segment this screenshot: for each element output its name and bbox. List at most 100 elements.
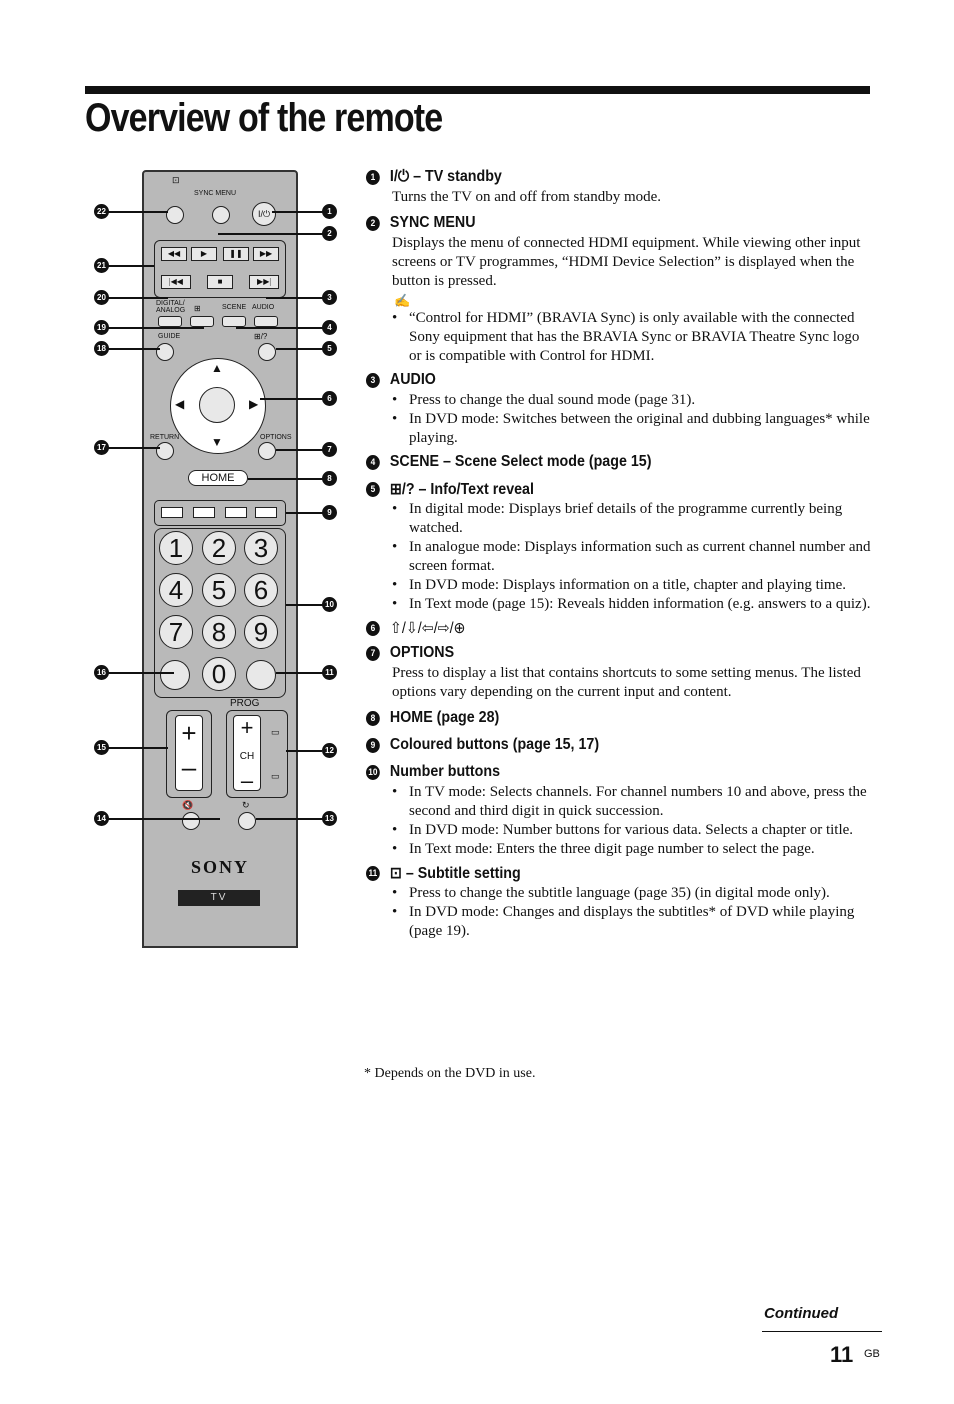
previous-button[interactable]: |◀◀ bbox=[161, 275, 191, 289]
channel-rocker[interactable]: +CH– bbox=[233, 715, 261, 793]
blue-button[interactable] bbox=[255, 507, 277, 518]
callout-20: 20 bbox=[94, 290, 109, 305]
audio-button[interactable] bbox=[254, 316, 278, 327]
remote-illustration: ⊡ SYNC MENU I/⏻ ◀◀ ▶ ❚❚ ▶▶ |◀◀ ■ ▶▶| DIG… bbox=[90, 168, 350, 948]
enter-button[interactable] bbox=[199, 387, 235, 423]
green-button[interactable] bbox=[193, 507, 215, 518]
item-1-text: Turns the TV on and off from standby mod… bbox=[392, 189, 662, 205]
digital-analog-button[interactable] bbox=[158, 316, 182, 327]
sony-logo: SONY bbox=[190, 857, 249, 877]
sync-menu-button[interactable] bbox=[212, 206, 230, 224]
jump-button[interactable] bbox=[238, 812, 256, 830]
callout-15: 15 bbox=[94, 740, 109, 755]
home-button[interactable]: HOME bbox=[188, 470, 248, 486]
mute-button[interactable] bbox=[182, 812, 200, 830]
item-5-bullet: In DVD mode: Displays information on a t… bbox=[392, 576, 872, 595]
item-11-bullet: Press to change the subtitle language (p… bbox=[392, 884, 872, 903]
subtitle-button[interactable] bbox=[246, 660, 276, 690]
wide-button[interactable] bbox=[190, 316, 214, 327]
mute-icon: 🔇 bbox=[182, 800, 194, 810]
return-label: RETURN bbox=[150, 434, 180, 441]
right-arrow-icon: ▶ bbox=[249, 397, 259, 411]
info-button[interactable] bbox=[258, 343, 276, 361]
rewind-button[interactable]: ◀◀ bbox=[161, 247, 187, 261]
stop-button[interactable]: ■ bbox=[207, 275, 233, 289]
leader-3 bbox=[266, 297, 324, 299]
leader-14 bbox=[108, 818, 220, 820]
item-9-heading: Coloured buttons (page 15, 17) bbox=[389, 736, 600, 753]
next-button[interactable]: ▶▶| bbox=[249, 275, 279, 289]
callout-4: 4 bbox=[322, 320, 337, 335]
callout-1: 1 bbox=[322, 204, 337, 219]
scene-button[interactable] bbox=[222, 316, 246, 327]
wide-icon: ⊞ bbox=[194, 304, 201, 313]
key-4[interactable]: 4 bbox=[159, 573, 193, 607]
jump-icon: ↻ bbox=[242, 800, 250, 810]
leader-5 bbox=[276, 348, 324, 350]
guide-button[interactable] bbox=[156, 343, 174, 361]
item-8-number: 8 bbox=[366, 710, 380, 726]
digital-analog-label: DIGITAL/ ANALOG bbox=[156, 300, 186, 314]
pause-button[interactable]: ❚❚ bbox=[223, 247, 249, 261]
callout-7: 7 bbox=[322, 442, 337, 457]
play-button[interactable]: ▶ bbox=[191, 247, 217, 261]
key-0[interactable]: 0 bbox=[202, 657, 236, 691]
key-3[interactable]: 3 bbox=[244, 531, 278, 565]
leader-12 bbox=[286, 750, 322, 752]
item-4-heading: SCENE – Scene Select mode (page 15) bbox=[389, 453, 652, 470]
item-5: 5⊞/? – Info/Text reveal In digital mode:… bbox=[366, 478, 872, 614]
options-label: OPTIONS bbox=[260, 434, 292, 441]
yellow-button[interactable] bbox=[225, 507, 247, 518]
callout-8: 8 bbox=[322, 471, 337, 486]
item-5-bullet: In Text mode (page 15): Reveals hidden i… bbox=[392, 595, 872, 614]
red-button[interactable] bbox=[161, 507, 183, 518]
item-5-bullet: In digital mode: Displays brief details … bbox=[392, 500, 872, 538]
key-1[interactable]: 1 bbox=[159, 531, 193, 565]
input-button[interactable] bbox=[166, 206, 184, 224]
leader-18 bbox=[108, 348, 160, 350]
item-3-number: 3 bbox=[366, 372, 380, 388]
callout-22: 22 bbox=[94, 204, 109, 219]
item-11: 11⊡ – Subtitle setting Press to change t… bbox=[366, 862, 872, 941]
callout-9: 9 bbox=[322, 505, 337, 520]
remote-body: ⊡ SYNC MENU I/⏻ ◀◀ ▶ ❚❚ ▶▶ |◀◀ ■ ▶▶| DIG… bbox=[142, 170, 298, 948]
key-7[interactable]: 7 bbox=[159, 615, 193, 649]
item-10-bullets: In TV mode: Selects channels. For channe… bbox=[392, 783, 872, 859]
callout-13: 13 bbox=[322, 811, 337, 826]
channel-frame: +CH– ▭ ▭ bbox=[226, 710, 288, 798]
key-2[interactable]: 2 bbox=[202, 531, 236, 565]
callout-16: 16 bbox=[94, 665, 109, 680]
input-icon: ⊡ bbox=[172, 175, 180, 185]
text-button[interactable] bbox=[160, 660, 190, 690]
key-8[interactable]: 8 bbox=[202, 615, 236, 649]
navigation-pad[interactable]: ▲ ▼ ◀ ▶ bbox=[170, 358, 266, 454]
key-5[interactable]: 5 bbox=[202, 573, 236, 607]
key-6[interactable]: 6 bbox=[244, 573, 278, 607]
page-number: 11 bbox=[830, 1342, 854, 1367]
return-button[interactable] bbox=[156, 442, 174, 460]
volume-rocker[interactable]: +– bbox=[175, 715, 203, 791]
coloured-buttons bbox=[154, 500, 286, 526]
standby-button[interactable]: I/⏻ bbox=[252, 202, 276, 226]
scene-label: SCENE bbox=[222, 304, 247, 311]
item-11-bullets: Press to change the subtitle language (p… bbox=[392, 884, 872, 941]
dvd-controls: ◀◀ ▶ ❚❚ ▶▶ |◀◀ ■ ▶▶| bbox=[154, 240, 286, 298]
fast-forward-button[interactable]: ▶▶ bbox=[253, 247, 279, 261]
audio-label: AUDIO bbox=[252, 304, 275, 311]
options-button[interactable] bbox=[258, 442, 276, 460]
left-arrow-icon: ◀ bbox=[175, 397, 185, 411]
callout-10: 10 bbox=[322, 597, 337, 612]
page-down-icon: ▭ bbox=[271, 771, 280, 781]
callout-19: 19 bbox=[94, 320, 109, 335]
sync-menu-label: SYNC MENU bbox=[194, 190, 237, 197]
item-7-text: Press to display a list that contains sh… bbox=[392, 665, 861, 700]
item-5-bullet: In analogue mode: Displays information s… bbox=[392, 538, 872, 576]
callout-11: 11 bbox=[322, 665, 337, 680]
info-icon: ⊞/? bbox=[254, 332, 268, 341]
title-rule bbox=[85, 86, 870, 94]
key-9[interactable]: 9 bbox=[244, 615, 278, 649]
item-2-bullets: “Control for HDMI” (BRAVIA Sync) is only… bbox=[392, 309, 872, 366]
